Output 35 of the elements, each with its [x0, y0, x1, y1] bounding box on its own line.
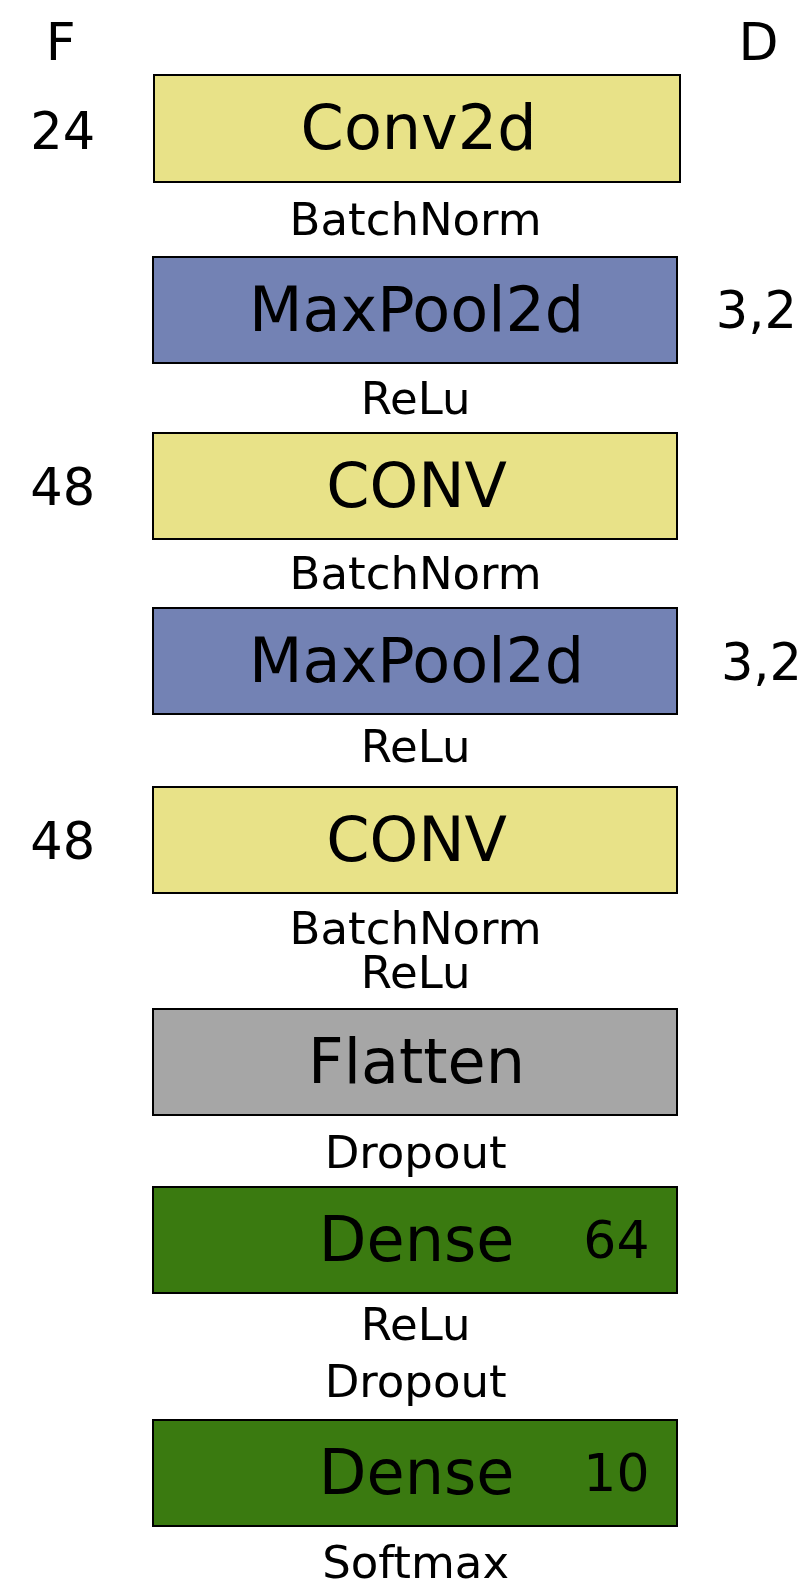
- operation-label: ReLu: [360, 723, 471, 769]
- operation-label: Softmax: [322, 1539, 510, 1585]
- operation-label: ReLu: [360, 949, 471, 995]
- layer-box: [151, 431, 678, 540]
- unit-count: 64: [583, 1214, 650, 1267]
- layer-box: [152, 73, 681, 183]
- operation-label: ReLu: [360, 375, 471, 421]
- column-header: D: [738, 16, 779, 69]
- operation-label: BatchNorm: [289, 550, 542, 596]
- operation-label: Dropout: [324, 1129, 507, 1175]
- layer-box: [151, 1186, 678, 1295]
- operation-label: ReLu: [360, 1301, 471, 1347]
- layer-box: [151, 255, 678, 364]
- parameter-value: 48: [30, 815, 96, 867]
- layer-name: Conv2d: [300, 97, 537, 160]
- layer-box: [151, 606, 678, 715]
- unit-count: 10: [583, 1446, 650, 1499]
- operation-label: BatchNorm: [289, 905, 542, 951]
- layer-name: MaxPool2d: [248, 629, 585, 692]
- layer-name: Dense: [318, 1441, 515, 1504]
- operation-label: BatchNorm: [289, 196, 542, 242]
- parameter-value: 24: [30, 105, 96, 157]
- column-header: F: [45, 16, 76, 69]
- layer-box: [151, 785, 678, 894]
- layer-name: CONV: [326, 454, 507, 517]
- parameter-value: 3,2: [715, 284, 797, 336]
- layer-name: MaxPool2d: [248, 278, 585, 341]
- layer-name: Flatten: [308, 1031, 526, 1094]
- operation-label: Dropout: [324, 1358, 507, 1404]
- layer-box: [151, 1418, 678, 1527]
- layer-name: Dense: [318, 1209, 515, 1272]
- parameter-value: 48: [30, 461, 96, 513]
- layer-name: CONV: [326, 808, 507, 871]
- parameter-value: 3,2: [720, 636, 802, 688]
- layer-box: [151, 1008, 678, 1117]
